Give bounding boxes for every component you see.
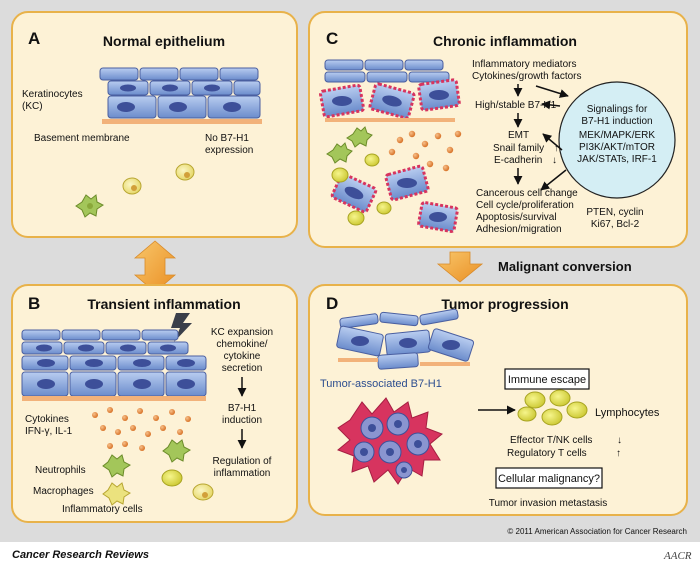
ifn-label: IFN-γ, IL-1 — [25, 426, 73, 437]
basement-membrane-d-2 — [420, 362, 470, 366]
immune-escape-label: Immune escape — [508, 374, 586, 386]
signaling-circle — [558, 81, 676, 199]
b7h1-induction-line-1: B7-H1 — [228, 403, 257, 414]
mediators-line-1: Inflammatory mediators — [472, 59, 576, 70]
tumor-cluster — [337, 397, 443, 485]
panel-b-title: Transient inflammation — [87, 296, 240, 312]
snail-label: Snail family — [493, 143, 544, 154]
signaling-line-4: PI3K/AKT/mTOR — [579, 142, 655, 153]
cancerous-line-4: Adhesion/migration — [476, 224, 562, 235]
emt-label: EMT — [508, 130, 529, 141]
macrophages-label: Macrophages — [33, 486, 94, 497]
mediators-line-2: Cytokines/growth factors — [472, 71, 582, 82]
copyright-text: © 2011 American Association for Cancer R… — [507, 527, 687, 536]
keratinocytes-label: Keratinocytes — [22, 89, 83, 100]
regulatory-label: Regulatory T cells — [507, 448, 587, 459]
footer-bar — [0, 542, 700, 565]
kc-expansion-line-1: KC expansion — [211, 327, 273, 338]
tumor-associated-b7h1-label: Tumor-associated B7-H1 — [320, 378, 442, 390]
panel-b: B Transient inflammation — [11, 284, 298, 523]
tumor-cells-c — [319, 78, 461, 233]
panel-c-letter: C — [326, 29, 338, 48]
panel-c: C Chronic inflammation — [308, 11, 688, 248]
ecad-label: E-cadherin — [494, 155, 542, 166]
regulation-line-1: Regulation of — [213, 456, 272, 467]
basement-membrane-label: Basement membrane — [34, 133, 130, 144]
aacr-logo-text: AACR — [663, 550, 692, 562]
no-b7h1-label: No B7-H1 — [205, 133, 249, 144]
b7h1-induction-line-2: induction — [222, 415, 262, 426]
journal-name: Cancer Research Reviews — [12, 549, 149, 561]
pten-line-1: PTEN, cyclin — [586, 207, 643, 218]
panel-a-title: Normal epithelium — [103, 33, 225, 49]
disrupted-epithelium — [336, 308, 475, 370]
panel-b-letter: B — [28, 294, 40, 313]
cellular-malignancy-label: Cellular malignancy? — [498, 473, 600, 485]
lymphocytes-group — [517, 389, 588, 426]
cancerous-line-1: Cancerous cell change — [476, 188, 578, 199]
effector-label: Effector T/NK cells — [510, 435, 592, 446]
cancerous-line-3: Apoptosis/survival — [476, 212, 557, 223]
basement-membrane-c — [325, 118, 455, 122]
expanded-epithelium — [21, 329, 207, 397]
ecad-down-arrow: ↓ — [552, 155, 557, 166]
panel-a: A Normal epithelium Keratinocytes (KC) B… — [11, 11, 298, 238]
panel-d: D Tumor progression Tumor-associated B7-… — [308, 284, 688, 516]
arrow-signal-to-emt — [542, 133, 563, 151]
effector-down-arrow: ↓ — [617, 435, 622, 446]
arrow-signal-to-b7h1 — [541, 100, 561, 110]
inflammatory-cells-b — [102, 439, 214, 506]
signaling-line-2: B7-H1 induction — [581, 116, 652, 127]
regulatory-up-arrow: ↑ — [616, 448, 621, 459]
panel-d-title: Tumor progression — [441, 296, 568, 312]
epithelium-cells — [99, 67, 261, 119]
neutrophils-label: Neutrophils — [35, 465, 86, 476]
tumor-invasion-label: Tumor invasion metastasis — [489, 498, 608, 509]
lightning-icon — [171, 313, 192, 342]
malignant-conversion-arrow: Malignant conversion — [436, 251, 632, 283]
regulation-line-2: inflammation — [214, 468, 271, 479]
malignant-conversion-label: Malignant conversion — [498, 259, 632, 274]
high-stable-b7h1: High/stable B7-H1 — [475, 100, 557, 111]
arrow-signal-to-cancer — [540, 169, 567, 191]
panel-a-letter: A — [28, 29, 40, 48]
pten-line-2: Ki67, Bcl-2 — [591, 219, 640, 230]
cytokines-label: Cytokines — [25, 414, 69, 425]
snail-up-arrow: ↑ — [554, 143, 559, 154]
no-b7h1-expression-label: expression — [205, 145, 253, 156]
kc-expansion-line-2: chemokine/ — [216, 339, 267, 350]
immune-escape-box — [504, 368, 590, 390]
basement-membrane-a — [102, 119, 262, 124]
aacr-logo: AACR — [663, 550, 692, 562]
basement-membrane-b — [22, 396, 206, 401]
panel-d-letter: D — [326, 294, 338, 313]
arrow-mediators-to-signal — [535, 85, 569, 98]
lymphocytes-label: Lymphocytes — [595, 407, 660, 419]
inflammatory-cells-c — [326, 126, 462, 226]
signaling-line-3: MEK/MAPK/ERK — [579, 130, 655, 141]
cytokine-dots — [92, 407, 191, 451]
signaling-line-1: Signalings for — [587, 104, 648, 115]
panel-c-title: Chronic inflammation — [433, 33, 577, 49]
macrophage-cell — [175, 163, 195, 181]
footer-content: Cancer Research Reviews AACR — [12, 549, 692, 562]
kc-abbrev-label: (KC) — [22, 101, 43, 112]
inflammatory-cells-label: Inflammatory cells — [62, 504, 143, 515]
cellular-malignancy-box — [495, 467, 603, 489]
basement-membrane-d-1 — [338, 358, 378, 362]
kc-expansion-line-4: secretion — [222, 363, 263, 374]
kc-expansion-line-3: cytokine — [224, 351, 261, 362]
chronic-epithelium — [324, 59, 450, 83]
cancerous-line-2: Cell cycle/proliferation — [476, 200, 574, 211]
signaling-line-5: JAK/STATs, IRF-1 — [577, 154, 657, 165]
